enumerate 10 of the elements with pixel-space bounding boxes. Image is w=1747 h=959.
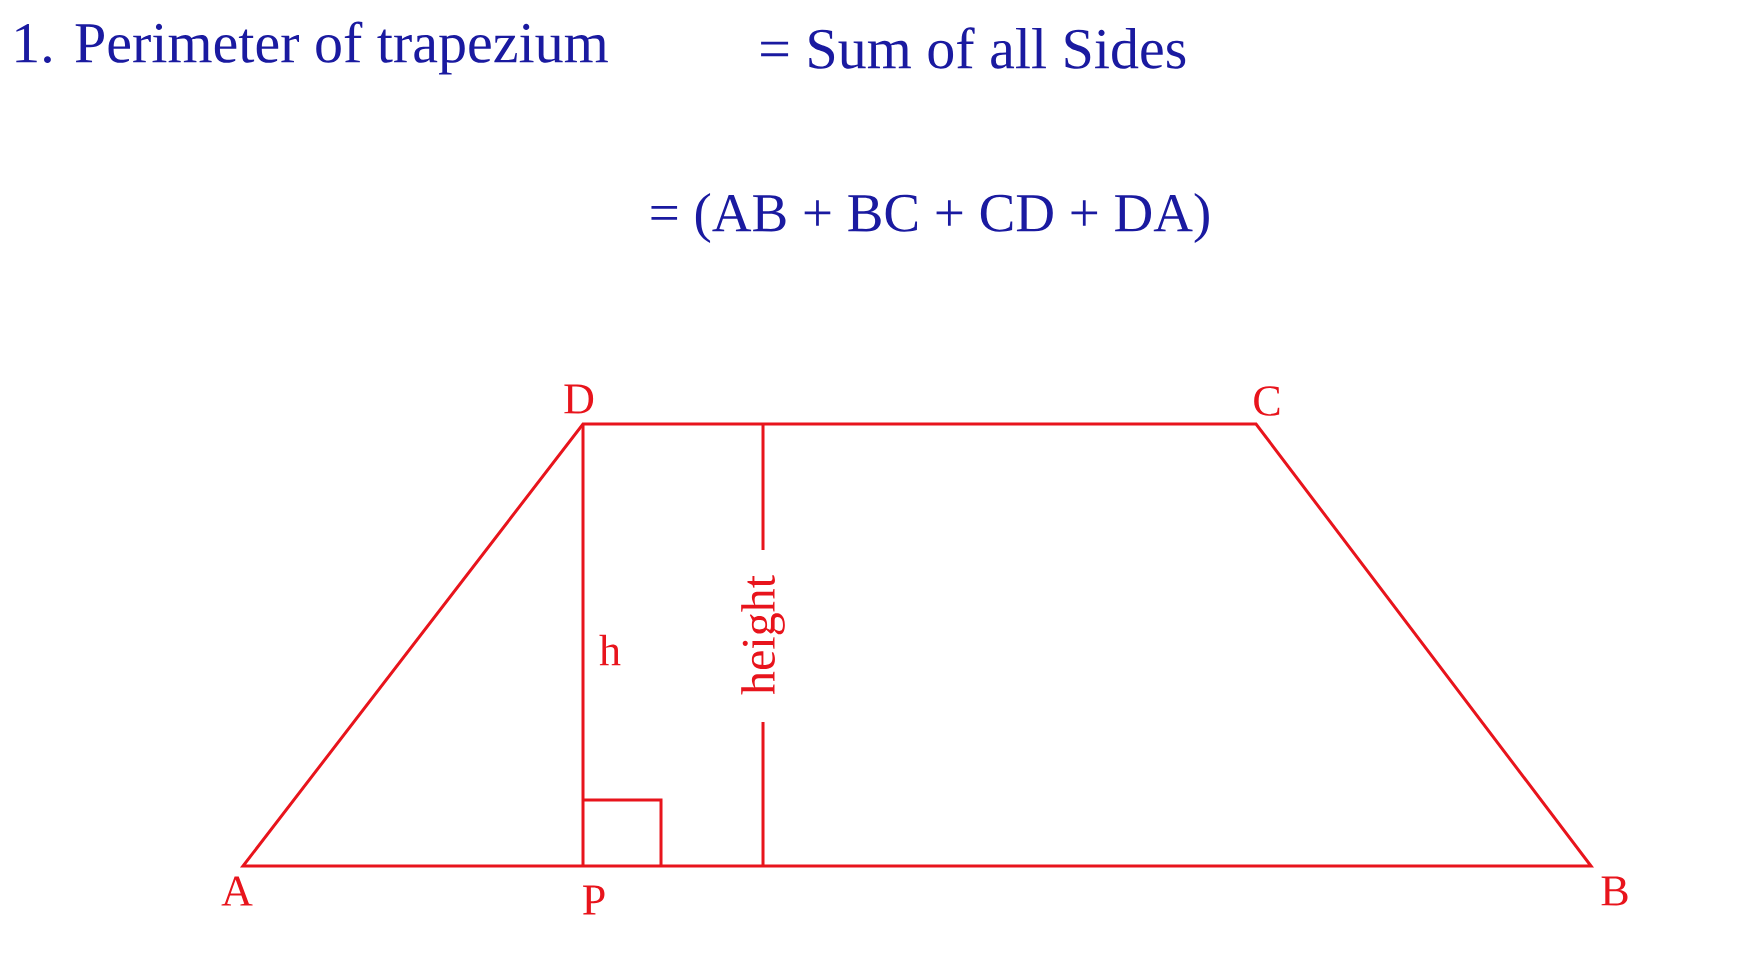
height-label: h <box>599 634 621 666</box>
vertex-label: A <box>221 876 253 906</box>
vertex-label: P <box>583 885 605 915</box>
formula-line: 1. Perimeter of trapezium <box>16 21 608 75</box>
vertex-label: C <box>1254 386 1280 416</box>
vertex-label: B <box>1601 876 1628 906</box>
formula-line: = Sum of all Sides <box>761 27 1186 69</box>
vertex-label: D <box>564 384 594 414</box>
height-label: height <box>741 575 785 695</box>
formula-line: = (AB + BC + CD + DA) <box>651 193 1209 243</box>
